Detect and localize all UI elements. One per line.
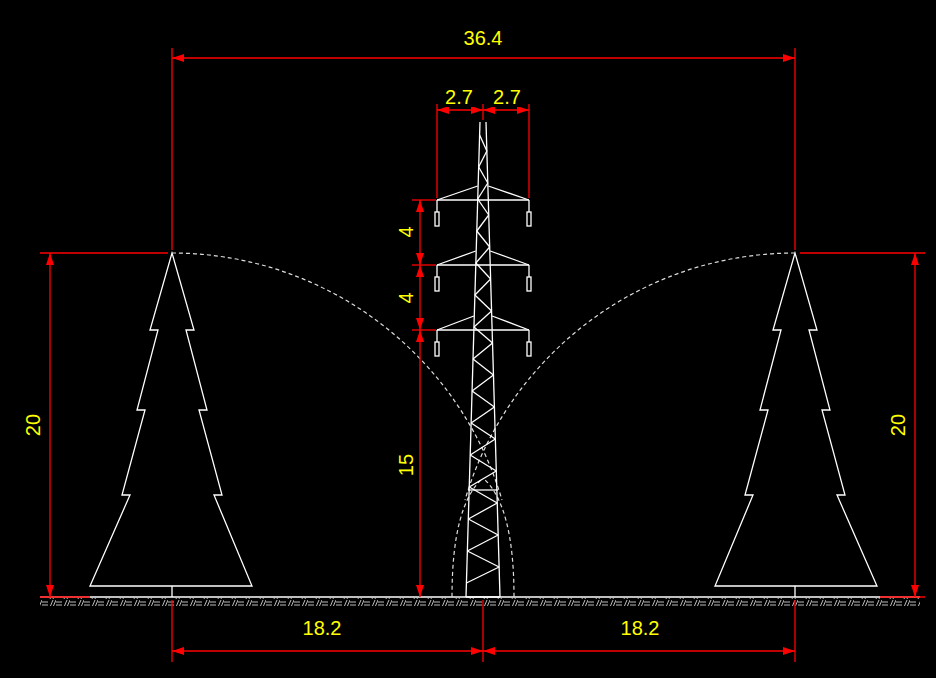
dimension-value: 15 — [396, 452, 416, 478]
dimension-lines — [40, 48, 925, 662]
lattice-brace — [475, 279, 491, 295]
insulator — [527, 212, 531, 226]
lattice-brace — [478, 183, 488, 199]
insulator — [528, 265, 529, 277]
arm-strut — [437, 251, 476, 265]
dimension-value: 36.4 — [462, 28, 505, 48]
dimension-value: 20 — [23, 412, 43, 438]
insulator — [435, 212, 439, 226]
fall-arc — [172, 253, 795, 597]
lattice-brace — [478, 199, 489, 215]
lattice-brace — [469, 471, 496, 487]
lattice-brace — [474, 311, 492, 327]
dimension-value: 18.2 — [619, 618, 662, 638]
arm-strut — [437, 316, 474, 330]
lattice-brace — [471, 423, 495, 439]
arm-strut — [488, 186, 529, 200]
dimension-value: 2.7 — [443, 87, 475, 107]
insulator — [527, 342, 531, 356]
lattice-brace — [467, 551, 499, 567]
dimension-value: 4 — [396, 224, 416, 239]
tree-left — [90, 253, 252, 597]
dimension-value: 18.2 — [301, 618, 344, 638]
insulator — [528, 200, 529, 212]
insulator — [527, 277, 531, 291]
lattice-tower — [435, 122, 531, 597]
dimension-value: 2.7 — [491, 87, 523, 107]
lattice-brace — [480, 135, 487, 151]
lattice-brace — [473, 359, 493, 375]
lattice-brace — [479, 167, 488, 183]
lattice-brace — [467, 535, 498, 551]
insulator — [435, 277, 439, 291]
lattice-brace — [473, 343, 492, 359]
lattice-brace — [469, 487, 497, 503]
lattice-brace — [472, 375, 493, 391]
lattice-brace — [476, 247, 490, 263]
dimension-value: 20 — [888, 412, 908, 438]
dimension-value: 4 — [396, 290, 416, 305]
lattice-brace — [475, 295, 492, 311]
insulator — [528, 330, 529, 342]
lattice-brace — [470, 455, 496, 471]
lattice-brace — [479, 151, 487, 167]
cross-arm — [437, 264, 529, 265]
lattice-brace — [477, 231, 490, 247]
lattice-brace — [470, 439, 495, 455]
lattice-brace — [466, 567, 499, 583]
cross-arm — [437, 199, 529, 200]
tree-right — [715, 253, 877, 597]
lattice-brace — [468, 519, 498, 535]
lattice-brace — [468, 503, 497, 519]
insulator — [435, 342, 439, 356]
lattice-brace — [477, 215, 489, 231]
cross-arm — [437, 329, 529, 330]
insulator — [436, 330, 437, 342]
lattice-brace — [472, 391, 494, 407]
arm-strut — [437, 186, 478, 200]
insulator — [436, 200, 437, 212]
arm-strut — [492, 316, 529, 330]
arm-strut — [490, 251, 529, 265]
lattice-brace — [471, 407, 494, 423]
insulator — [436, 265, 437, 277]
